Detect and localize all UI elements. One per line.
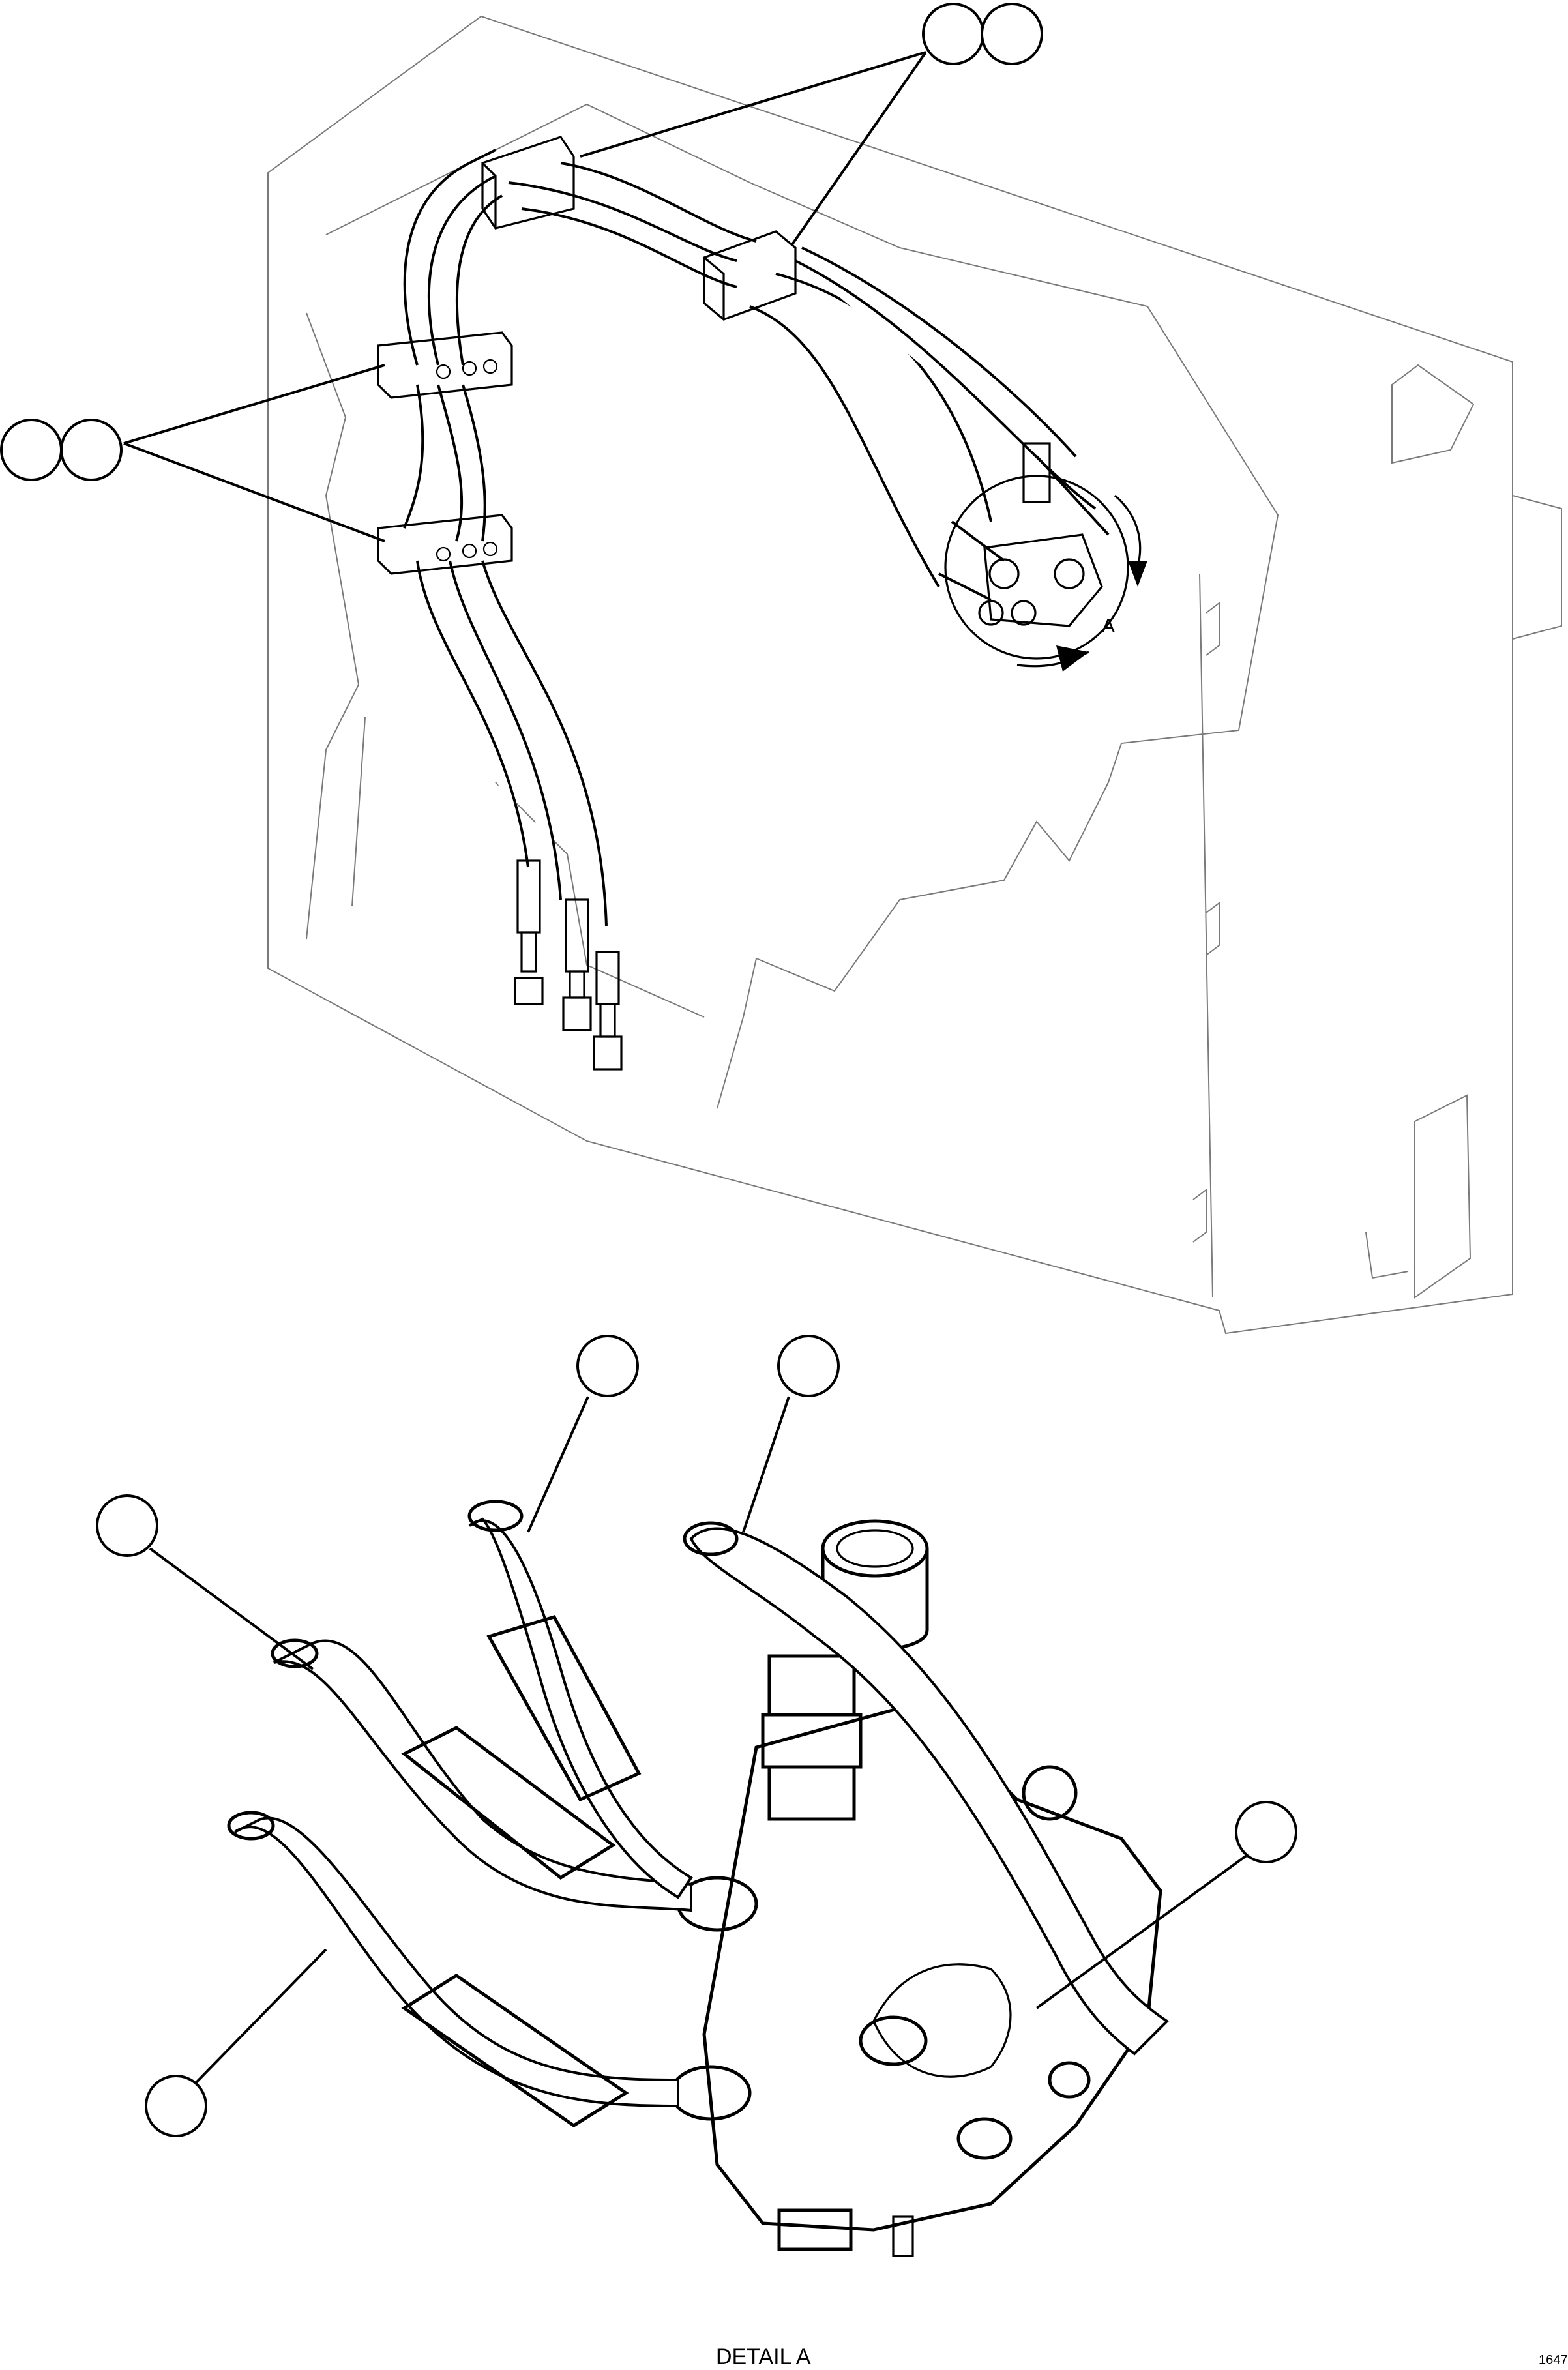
rotation-arrowhead-top	[1128, 561, 1147, 587]
rotation-arrowhead-bottom	[1056, 645, 1089, 672]
callout-balloon	[576, 1335, 639, 1397]
callout-balloon	[1235, 1801, 1297, 1863]
callouts-upper	[0, 3, 1043, 542]
callouts-lower	[96, 1335, 1297, 2137]
hose-bundle	[403, 149, 1097, 926]
callout-balloon	[777, 1335, 840, 1397]
detail-caption: DETAIL A	[716, 2345, 811, 2369]
callout-balloon	[981, 3, 1043, 65]
frame-outline	[267, 15, 1562, 1335]
hose-clamps	[377, 136, 797, 575]
valve-detail-circle	[938, 442, 1129, 660]
callout-balloon	[96, 1494, 158, 1557]
hose-end-fittings	[514, 859, 623, 1071]
detail-a-hoses	[227, 1500, 1170, 2127]
callout-balloon	[145, 2075, 207, 2137]
detail-a-valve	[670, 1519, 1162, 2257]
rotation-arrows: A	[1016, 494, 1147, 672]
detail-arrow-label: A	[1102, 615, 1115, 637]
figure-code: 16479	[1539, 2353, 1568, 2367]
callout-balloon	[922, 3, 984, 65]
callout-balloon	[60, 419, 123, 481]
callout-balloon	[0, 419, 63, 481]
